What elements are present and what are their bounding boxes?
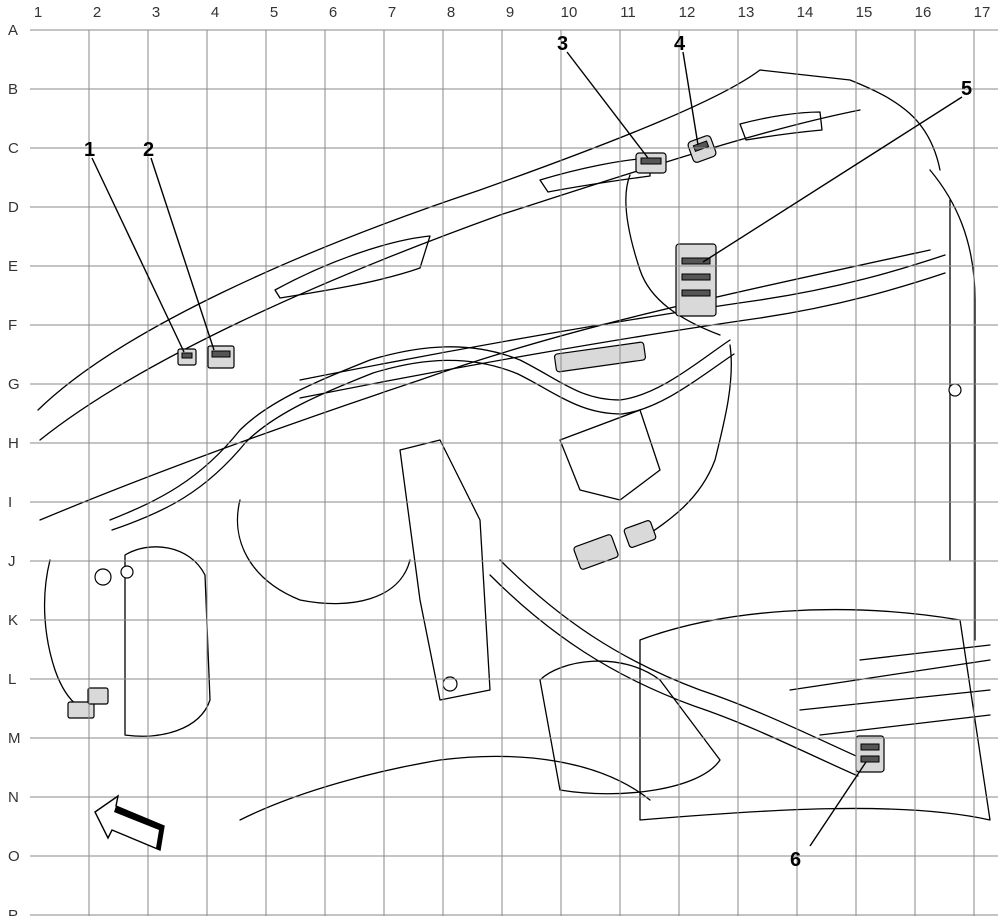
floor-rib-3 [819, 714, 991, 736]
grid-column-label: 1 [34, 4, 42, 21]
grid-row-label: K [8, 612, 18, 629]
center-tunnel [539, 660, 721, 795]
steering-support-center [399, 439, 491, 701]
grid-column-label: 14 [797, 4, 814, 21]
leader-3 [566, 51, 649, 159]
front-direction-arrow-icon [94, 794, 165, 851]
callout-leaders [91, 51, 963, 847]
leader-2 [150, 157, 215, 351]
instrument-panel-artwork [37, 69, 991, 821]
grid-column-label: 3 [152, 4, 160, 21]
grid-column-label: 5 [270, 4, 278, 21]
callout-6: 6 [790, 849, 801, 871]
grid-row-label: M [8, 730, 21, 747]
grid-row-label: J [8, 553, 16, 570]
harness-branch-upper [625, 174, 721, 336]
connector-1 [177, 348, 197, 366]
grid-row-label: H [8, 435, 19, 452]
grid-column-label: 17 [974, 4, 991, 21]
reference-grid [30, 29, 998, 916]
callout-1: 1 [84, 139, 95, 161]
center-stack-bracket [559, 409, 661, 501]
leader-1 [91, 157, 185, 353]
leader-5 [702, 96, 963, 263]
leader-4 [682, 51, 699, 146]
grid-row-label: C [8, 140, 19, 157]
grid-column-label: 11 [620, 4, 636, 21]
connector-5 [675, 243, 717, 317]
grid-column-label: 2 [93, 4, 101, 21]
connector-center-cluster [553, 341, 657, 570]
grid-column-label: 9 [506, 4, 514, 21]
grid-row-label: P [8, 907, 18, 916]
harness-left-drop [43, 559, 79, 707]
dash-defrost-vent [274, 235, 431, 299]
connector-6 [855, 735, 885, 773]
leader-6 [809, 761, 867, 847]
grid-row-label: G [8, 376, 20, 393]
harness-branch-floor [499, 559, 866, 761]
harness-branch-floor-2 [489, 574, 859, 777]
harness-branch-down [639, 344, 732, 541]
dash-top-outline [37, 69, 941, 411]
grid-column-label: 6 [329, 4, 337, 21]
floor-pan-outline [639, 608, 991, 821]
connector-2 [207, 345, 235, 369]
right-pillar [929, 169, 976, 641]
grid-row-label: A [8, 22, 18, 39]
callout-labels: 1 2 3 4 5 6 [84, 33, 972, 871]
cross-car-beam-lower [299, 272, 946, 399]
dash-top-inner [39, 109, 861, 441]
grid-column-label: 12 [679, 4, 696, 21]
callout-2: 2 [143, 139, 154, 161]
grid-row-label: L [8, 671, 16, 688]
floor-rib-2 [799, 689, 991, 711]
bolt-1 [120, 565, 134, 579]
connector-3 [635, 152, 667, 174]
bolt-4 [94, 568, 112, 586]
harness-loop-center [236, 499, 411, 605]
floor-rib-1 [789, 659, 991, 691]
callout-3: 3 [557, 33, 568, 55]
grid-column-label: 8 [447, 4, 455, 21]
grid-row-label: B [8, 81, 18, 98]
callout-5: 5 [961, 78, 972, 100]
grid-row-label: N [8, 789, 19, 806]
bolt-3 [948, 383, 962, 397]
callout-4: 4 [674, 33, 686, 55]
floor-rib-4 [859, 644, 991, 661]
steering-support-left [124, 546, 211, 737]
grid-column-label: 4 [211, 4, 219, 21]
grid-row-label: F [8, 317, 17, 334]
connector-left-harness [67, 687, 109, 719]
grid-column-label: 16 [915, 4, 932, 21]
grid-column-label: 15 [856, 4, 873, 21]
grid-row-label: E [8, 258, 18, 275]
lower-cowl [239, 755, 651, 821]
dash-vent-slot [539, 157, 651, 193]
grid-row-label: D [8, 199, 19, 216]
grid-row-label: I [8, 494, 12, 511]
connector-4 [687, 135, 717, 163]
dash-vent-slot-2 [739, 111, 823, 141]
harness-trunk-2 [111, 353, 735, 531]
grid-row-labels: A B C D E F G H I J K L M N O P [8, 22, 21, 921]
grid-column-label: 10 [561, 4, 578, 21]
grid-column-label: 13 [738, 4, 755, 21]
dash-lower-edge [39, 249, 931, 521]
grid-column-label: 7 [388, 4, 396, 21]
harness-trunk [109, 339, 731, 521]
grid-row-label: O [8, 848, 20, 865]
